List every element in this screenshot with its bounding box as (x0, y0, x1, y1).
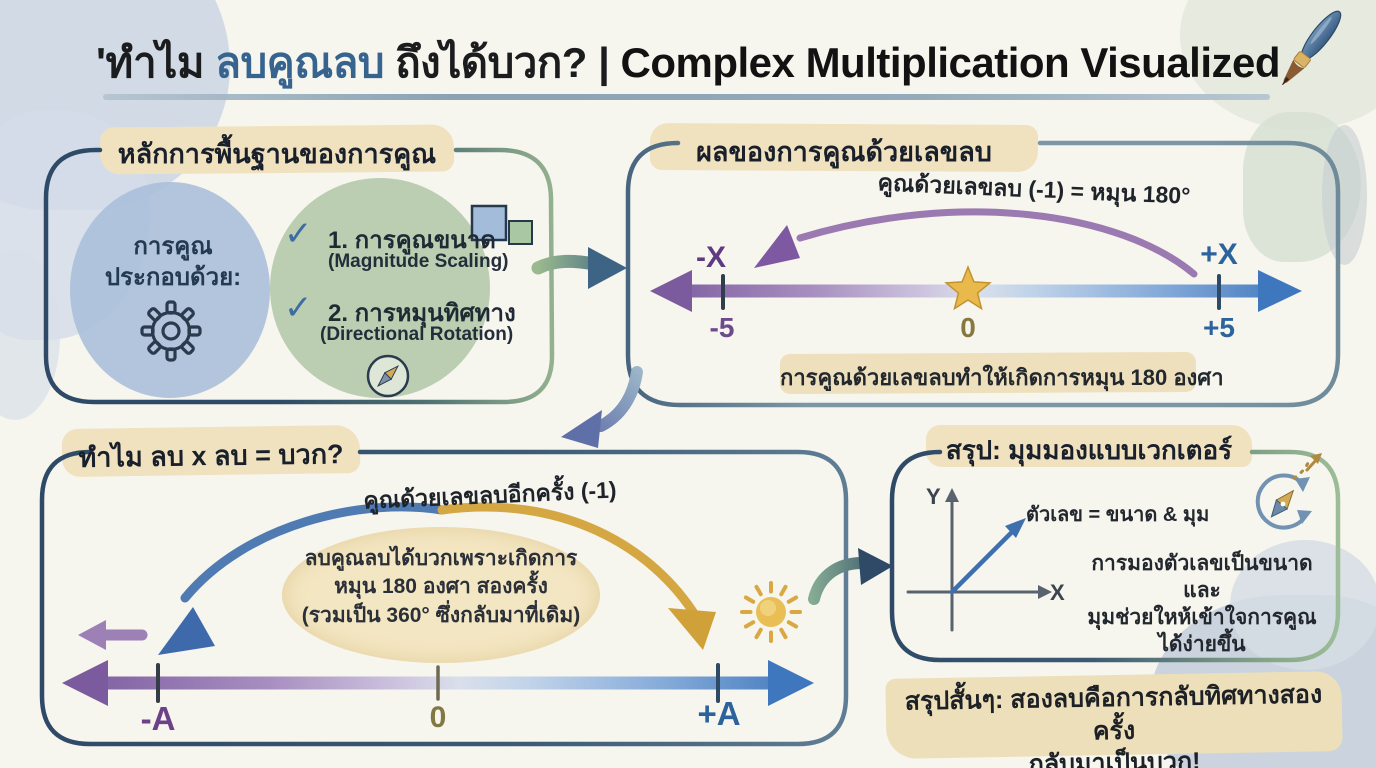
gear-icon (140, 300, 202, 362)
panel1-item1: 1. การคูณขนาด (328, 227, 496, 254)
panel1-item2-sub: (Directional Rotation) (320, 324, 514, 345)
compass-icon (366, 354, 410, 398)
panel4-title-band (926, 425, 1252, 467)
panel2-tick-zero-label: 0 (960, 312, 976, 343)
title-underline (103, 94, 1270, 100)
scaling-square-small (508, 220, 533, 245)
panel2-border (625, 140, 1341, 408)
panel3-border (39, 449, 849, 747)
panel1-circle-label: การคูณ ประกอบด้วย: (104, 233, 242, 292)
number-line3-right-arrowhead (768, 660, 814, 706)
panel3-bubble (282, 527, 600, 663)
panel3-pos-label: +A (697, 695, 741, 732)
small-left-arrow (78, 620, 148, 650)
footer-summary: สรุปสั้นๆ: สองลบคือการกลับทิศทางสองครั้ง… (904, 680, 1323, 768)
panel2-title: ผลของการคูณด้วยเลขลบ (696, 137, 992, 167)
panel2-tick-neg-label: -5 (709, 312, 735, 343)
number-line-panel2 (650, 264, 1302, 312)
panel2-pos-label: +X (1200, 238, 1238, 271)
arrow-panel2-to-panel3 (561, 366, 643, 448)
panel4-body-text: การมองตัวเลขเป็นขนาดและ มุมช่วยใหห้เข้าใ… (1087, 552, 1317, 656)
panel2-tick-pos-label: +5 (1203, 312, 1235, 343)
rotation-arc-second (437, 502, 716, 650)
panel4-axis-x-label: X (1050, 580, 1065, 605)
panel3-neg-label: -A (140, 700, 176, 737)
title-thai-highlight: ลบคูณลบ (215, 39, 385, 86)
panel4-border (889, 449, 1341, 663)
panel4-title: สรุป: มุมมองแบบเวกเตอร์ (945, 435, 1233, 465)
title-separator: | (598, 39, 610, 86)
panel2-neg-label: -X (696, 241, 726, 274)
panel3-tick-zero-label: 0 (429, 701, 447, 734)
page-title: 'ทำไม ลบคูณลบ ถึงได้บวก? | Complex Multi… (48, 30, 1328, 96)
rotating-compass-icon (1255, 453, 1322, 530)
panel1-item2: 2. การหมุนทิศทาง (328, 300, 516, 327)
vector-arrow (949, 518, 1026, 595)
check-icon-1: ✓ (284, 215, 313, 253)
venn-circle-blue (70, 182, 270, 398)
panel4-vector-label: ตัวเลข = ขนาด & มุม (1026, 504, 1210, 526)
arrow-panel3-to-panel4 (808, 548, 893, 605)
title-thai-prefix: 'ทำไม (95, 39, 205, 86)
check-icon-2: ✓ (284, 289, 313, 327)
panel3-bubble-text: ลบคูณลบได้บวกเพราะเกิดการ หมุน 180 องศา … (301, 547, 581, 627)
number-line3-left-arrowhead (62, 660, 108, 706)
rotation-arc-first (158, 502, 447, 655)
arrow-panel1-to-panel2 (531, 247, 627, 289)
x-axis-arrowhead (1038, 585, 1052, 599)
panel1-item1-sub: (Magnitude Scaling) (328, 251, 509, 272)
panel4-axis-y-label: Y (926, 484, 941, 509)
number-line2-right-arrowhead (1258, 270, 1302, 312)
panel2-caption: การคูณด้วยเลขลบทำให้เกิดการหมุน 180 องศา (780, 365, 1224, 390)
xy-axes (906, 498, 1042, 632)
panel3-title: ทำไม ลบ x ลบ = บวก? (78, 439, 344, 473)
venn-circle-green (270, 178, 490, 398)
paintbrush-icon (1282, 10, 1342, 86)
sun-icon (740, 581, 802, 643)
y-axis-arrowhead (945, 488, 959, 502)
number-line-panel3 (62, 660, 814, 706)
number-line2-left-arrowhead (650, 270, 692, 312)
scaling-square-large (470, 204, 508, 242)
panel1-title: หลักการพื้นฐานของการคูณ (117, 139, 437, 169)
panel1-border (43, 147, 555, 405)
title-thai-suffix: ถึงได้บวก? (395, 39, 587, 86)
rotation-arc-180 (754, 208, 1198, 278)
title-english: Complex Multiplication Visualized (620, 39, 1281, 86)
star-icon (944, 264, 992, 311)
